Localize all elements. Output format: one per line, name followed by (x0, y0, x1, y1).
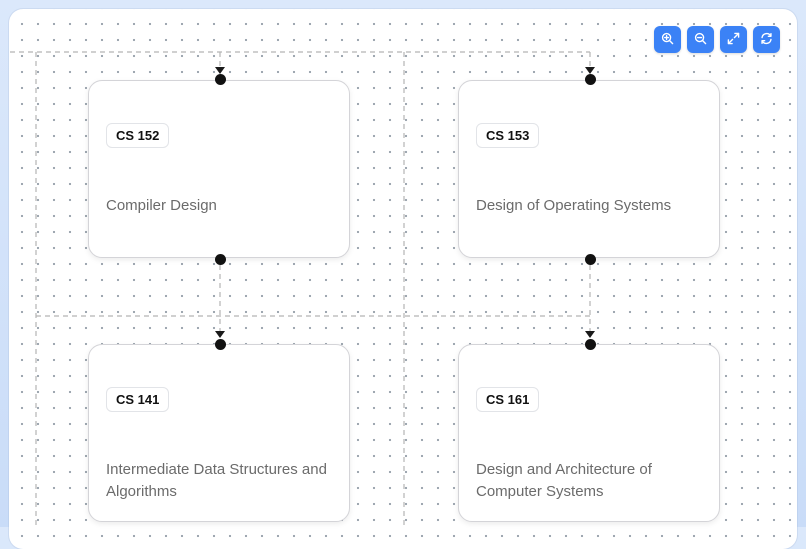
zoom-in-icon (661, 32, 674, 48)
course-node-cs153[interactable]: CS 153 Design of Operating Systems (458, 80, 720, 258)
course-code-badge: CS 141 (106, 387, 170, 412)
refresh-icon (760, 32, 773, 48)
target-handle-cs152[interactable] (214, 73, 226, 85)
target-handle-cs161[interactable] (584, 338, 596, 350)
fit-view-icon (727, 32, 740, 48)
course-title: Design and Architecture of Computer Syst… (476, 461, 652, 500)
zoom-out-icon (694, 32, 707, 48)
course-code-badge: CS 152 (106, 123, 170, 148)
zoom-out-button[interactable] (687, 26, 714, 53)
target-handle-cs153[interactable] (584, 73, 596, 85)
course-node-cs161[interactable]: CS 161 Design and Architecture of Comput… (458, 344, 720, 522)
course-title: Intermediate Data Structures and Algorit… (106, 461, 327, 500)
refresh-button[interactable] (753, 26, 780, 53)
target-handle-cs141[interactable] (214, 338, 226, 350)
course-code-badge: CS 153 (476, 123, 540, 148)
course-code-badge: CS 161 (476, 387, 540, 412)
course-title: Design of Operating Systems (476, 197, 672, 214)
source-handle-cs152[interactable] (214, 253, 226, 265)
fit-view-button[interactable] (720, 26, 747, 53)
course-title: Compiler Design (106, 197, 217, 214)
course-node-cs141[interactable]: CS 141 Intermediate Data Structures and … (88, 344, 350, 522)
source-handle-cs153[interactable] (584, 253, 596, 265)
course-node-cs152[interactable]: CS 152 Compiler Design (88, 80, 350, 258)
diagram-toolbar (654, 26, 780, 53)
zoom-in-button[interactable] (654, 26, 681, 53)
